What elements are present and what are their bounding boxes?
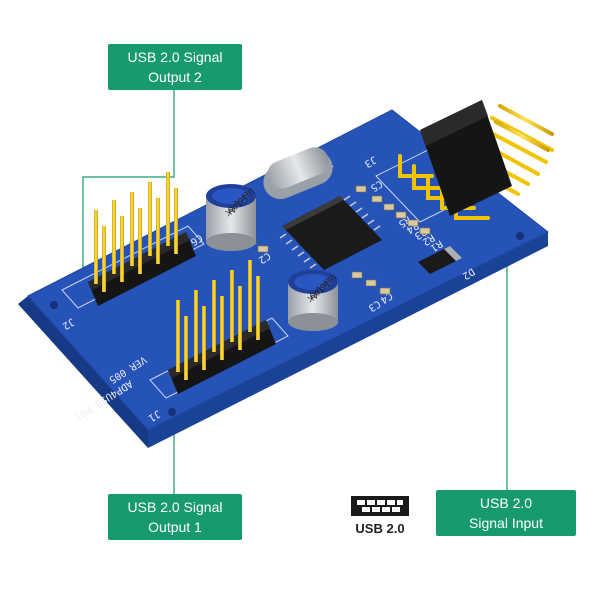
mounting-hole — [50, 301, 58, 309]
callout-input-line2: Signal Input — [469, 515, 543, 531]
callout-output-2-line2: Output 2 — [148, 69, 202, 85]
label-r2: R2 — [420, 231, 436, 247]
pcb-edge — [18, 296, 148, 448]
usb-badge: USB 2.0 — [345, 494, 415, 540]
pin-header-j1 — [168, 260, 276, 394]
diode — [418, 246, 462, 274]
label-j2: J2 — [60, 315, 76, 331]
label-c3: C3 — [366, 297, 382, 313]
crystal-oscillator — [263, 147, 333, 200]
callout-output-1-line1: USB 2.0 Signal — [127, 499, 223, 515]
callout-output-1: USB 2.0 Signal Output 1 — [108, 494, 242, 540]
usb-badge-label: USB 2.0 — [355, 521, 405, 536]
label-c2: C2 — [256, 249, 272, 265]
label-d2: D2 — [460, 265, 476, 281]
callout-output-2-line1: USB 2.0 Signal — [127, 49, 223, 65]
label-j1: J1 — [146, 407, 162, 423]
callout-output-1-line2: Output 1 — [148, 519, 202, 535]
label-c6: C6 — [188, 231, 204, 247]
label-j3: J3 — [362, 153, 378, 169]
capacitor-2: UEF 16V 100 AK — [288, 270, 338, 331]
ic-chip — [279, 195, 382, 270]
label-c5: C5 — [368, 177, 384, 193]
capacitor-1: UEF 16V 100 AK — [206, 184, 256, 251]
callout-output-2: USB 2.0 Signal Output 2 — [108, 44, 242, 90]
label-r1: R1 — [428, 237, 444, 253]
usb-port-icon — [351, 496, 409, 516]
callout-input-line1: USB 2.0 — [479, 495, 533, 511]
mounting-hole — [168, 408, 176, 416]
callout-signal-input: USB 2.0 Signal Input — [436, 490, 576, 536]
pin-header-j2 — [88, 172, 196, 306]
pin-header-j3 — [398, 100, 554, 220]
mounting-hole — [516, 232, 524, 240]
